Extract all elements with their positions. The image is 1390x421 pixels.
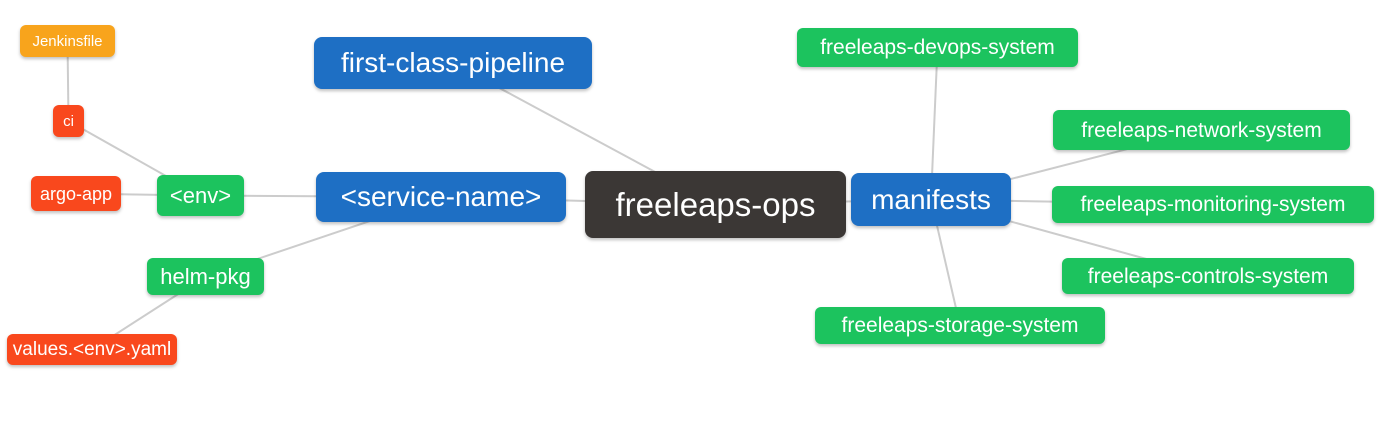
node-helm-pkg[interactable]: helm-pkg — [147, 258, 264, 295]
node-freeleaps-network-system[interactable]: freeleaps-network-system — [1053, 110, 1350, 150]
node-freeleaps-devops-system[interactable]: freeleaps-devops-system — [797, 28, 1078, 67]
node-service-name[interactable]: <service-name> — [316, 172, 566, 222]
node-ci[interactable]: ci — [53, 105, 84, 137]
node-argo-app[interactable]: argo-app — [31, 176, 121, 211]
node-jenkinsfile[interactable]: Jenkinsfile — [20, 25, 115, 57]
node-freeleaps-controls-system[interactable]: freeleaps-controls-system — [1062, 258, 1354, 294]
node-manifests[interactable]: manifests — [851, 173, 1011, 226]
node-freeleaps-storage-system[interactable]: freeleaps-storage-system — [815, 307, 1105, 344]
node-values-env-yaml[interactable]: values.<env>.yaml — [7, 334, 177, 365]
node-first-class-pipeline[interactable]: first-class-pipeline — [314, 37, 592, 89]
node-freeleaps-ops-root[interactable]: freeleaps-ops — [585, 171, 846, 238]
node-env[interactable]: <env> — [157, 175, 244, 216]
node-freeleaps-monitoring-system[interactable]: freeleaps-monitoring-system — [1052, 186, 1374, 223]
